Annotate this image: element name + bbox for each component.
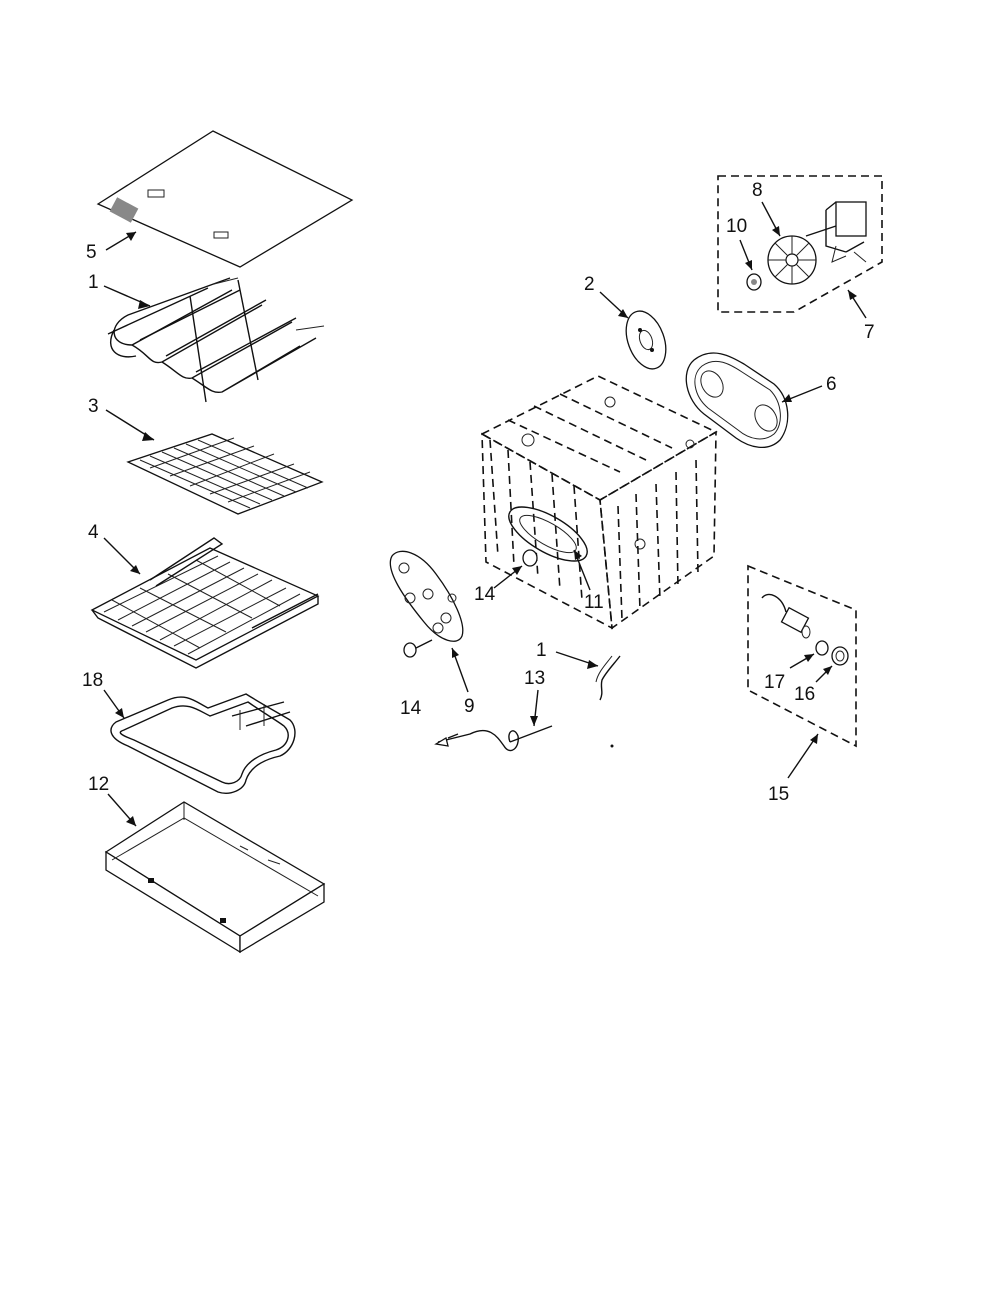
svg-text:5: 5 [86,242,97,263]
part-rack [126,433,324,515]
part-fan-guard [625,310,667,370]
svg-text:1: 1 [88,272,99,293]
svg-text:1: 1 [536,640,547,661]
svg-text:14: 14 [474,584,496,605]
callout-12: 12 [88,774,137,827]
part-oven-cavity [480,375,718,630]
svg-text:14: 14 [400,698,422,719]
svg-text:9: 9 [464,696,475,717]
part-fan-assembly [717,175,883,313]
svg-text:12: 12 [88,774,109,795]
callout-8: 8 [752,180,781,237]
svg-text:3: 3 [88,396,99,417]
svg-text:4: 4 [88,522,99,543]
part-screw [403,639,433,658]
callout-9: 9 [451,647,475,717]
callout-3: 3 [88,396,155,441]
callout-15: 15 [768,733,819,805]
part-panel [96,130,354,268]
svg-text:2: 2 [584,274,595,295]
part-light-socket-pin [595,655,621,701]
callout-2: 2 [584,274,629,319]
part-light-cover [831,646,849,666]
part-bake-element [107,277,325,403]
svg-text:17: 17 [764,672,785,693]
callout-14b: 14 [400,698,422,719]
callout-4: 4 [88,522,141,575]
callout-13: 13 [524,668,545,727]
callout-14a: 14 [474,565,523,605]
callout-1b: 1 [536,640,599,669]
callout-5: 5 [86,231,137,263]
part-oven-light-lens [389,550,464,642]
part-light-housing [522,549,538,567]
svg-text:13: 13 [524,668,545,689]
part-drip-pan [104,801,326,954]
part-temp-probe [434,725,614,752]
part-sliding-rack [90,537,320,669]
callout-1a: 1 [88,272,151,309]
svg-text:18: 18 [82,670,103,691]
svg-text:10: 10 [726,216,747,237]
part-fan-nut [746,273,762,291]
callout-18: 18 [82,670,125,719]
part-light-bulb [761,593,811,639]
part-light-assembly [747,564,857,748]
part-fan-motor [805,201,867,263]
svg-text:16: 16 [794,684,815,705]
svg-text:15: 15 [768,784,789,805]
svg-text:7: 7 [864,322,875,343]
svg-text:11: 11 [584,592,604,613]
callout-17: 17 [764,653,815,693]
part-broil-element [110,693,296,794]
svg-text:8: 8 [752,180,763,201]
callout-11: 11 [573,549,604,613]
callout-10: 10 [726,216,753,271]
callout-16: 16 [794,665,833,705]
part-light-socket [815,640,829,656]
svg-text:6: 6 [826,374,837,395]
callout-6: 6 [781,374,837,403]
callout-7: 7 [847,289,875,343]
part-gasket [685,352,789,448]
part-fan-blade [767,235,817,285]
